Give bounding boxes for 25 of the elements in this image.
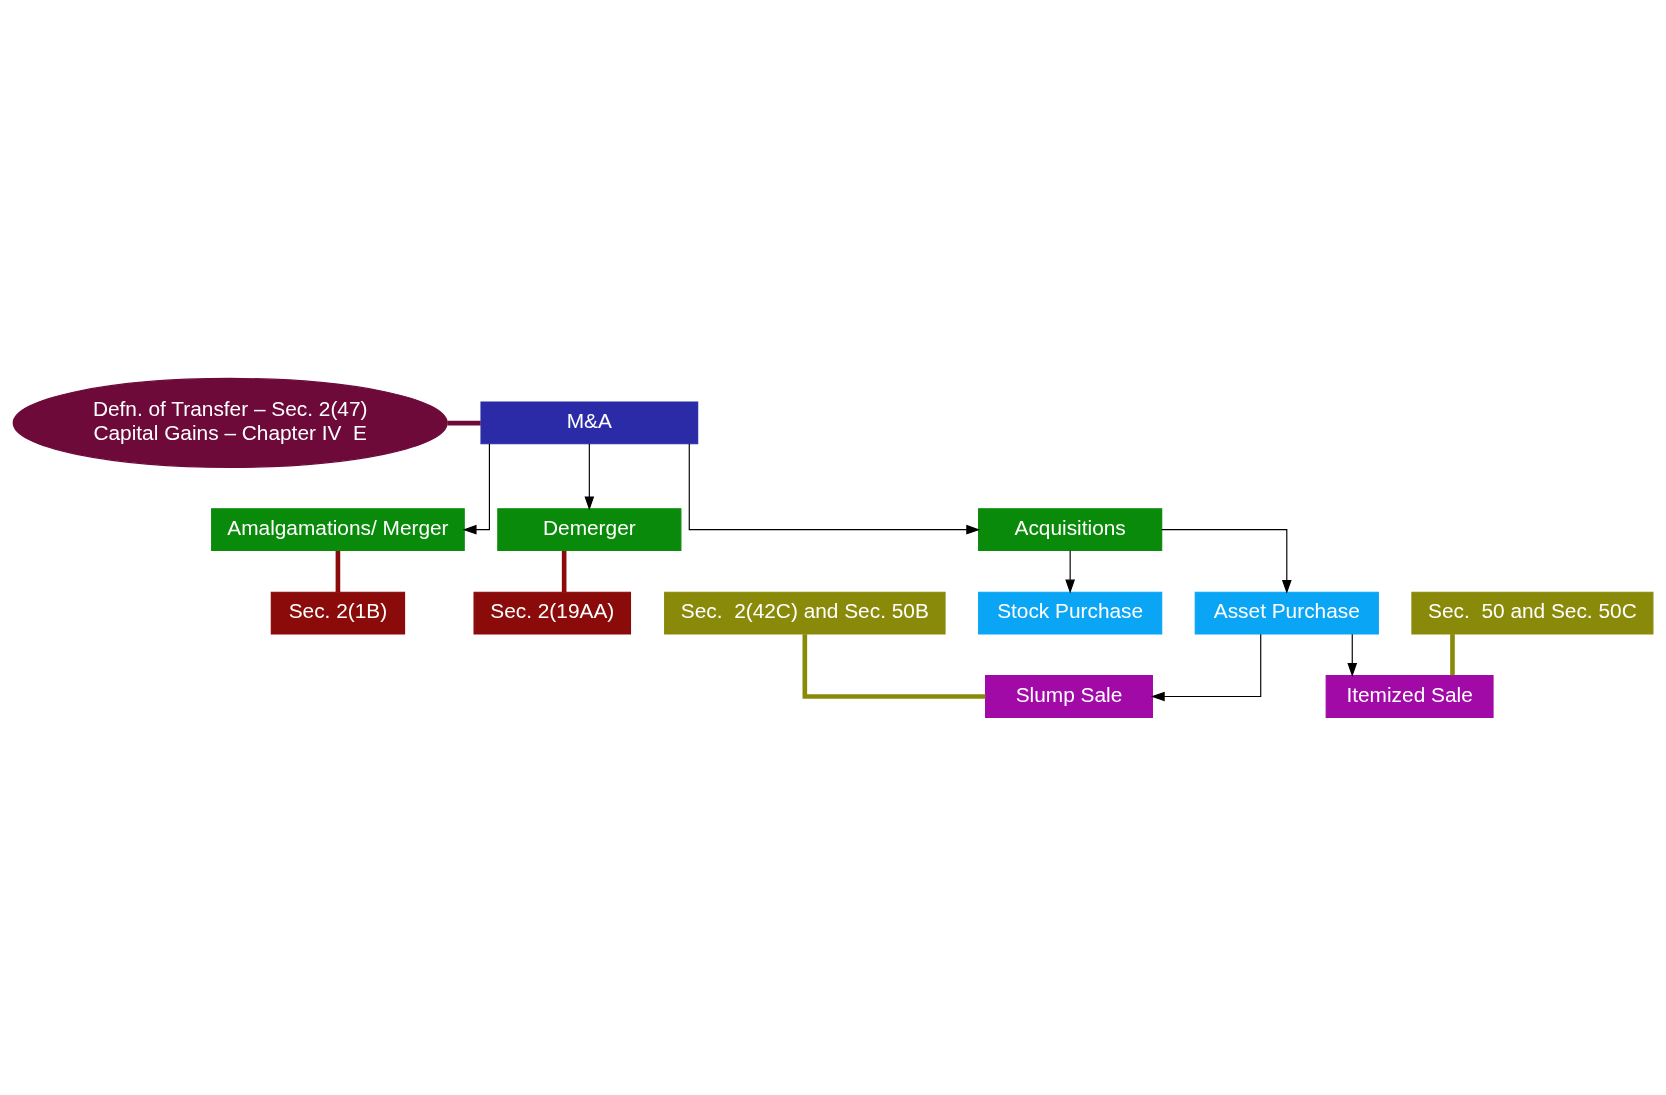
node-box: Sec. 2(19AA) (473, 591, 632, 635)
node-box: Sec. 2(42C) and Sec. 50B (664, 591, 946, 635)
node-box: Acquisitions (978, 507, 1163, 551)
arrow (1065, 549, 1075, 594)
connector (335, 550, 341, 592)
arrow (584, 442, 595, 510)
node-box: Asset Purchase (1194, 591, 1379, 635)
node-ellipse: Defn. of Transfer – Sec. 2(47) Capital Gains – Chapter IV E (12, 377, 448, 468)
node-box: Demerger (497, 507, 682, 551)
arrow (1161, 528, 1292, 594)
arrow (462, 442, 490, 535)
node-box: Slump Sale (985, 674, 1153, 718)
node-box: M&A (480, 400, 699, 444)
node-box: Sec. 2(1B) (270, 591, 406, 635)
connector (1450, 633, 1455, 675)
node-box: Sec. 50 and Sec. 50C (1411, 591, 1654, 635)
node-box: Itemized Sale (1325, 674, 1494, 718)
arrow (1347, 633, 1358, 677)
node-box: Amalgamations/ Merger (211, 507, 465, 551)
connector (561, 550, 567, 592)
arrow (1150, 633, 1262, 701)
connector (447, 420, 481, 425)
arrow (688, 442, 981, 535)
node-box: Stock Purchase (978, 591, 1163, 635)
connector (802, 633, 986, 699)
